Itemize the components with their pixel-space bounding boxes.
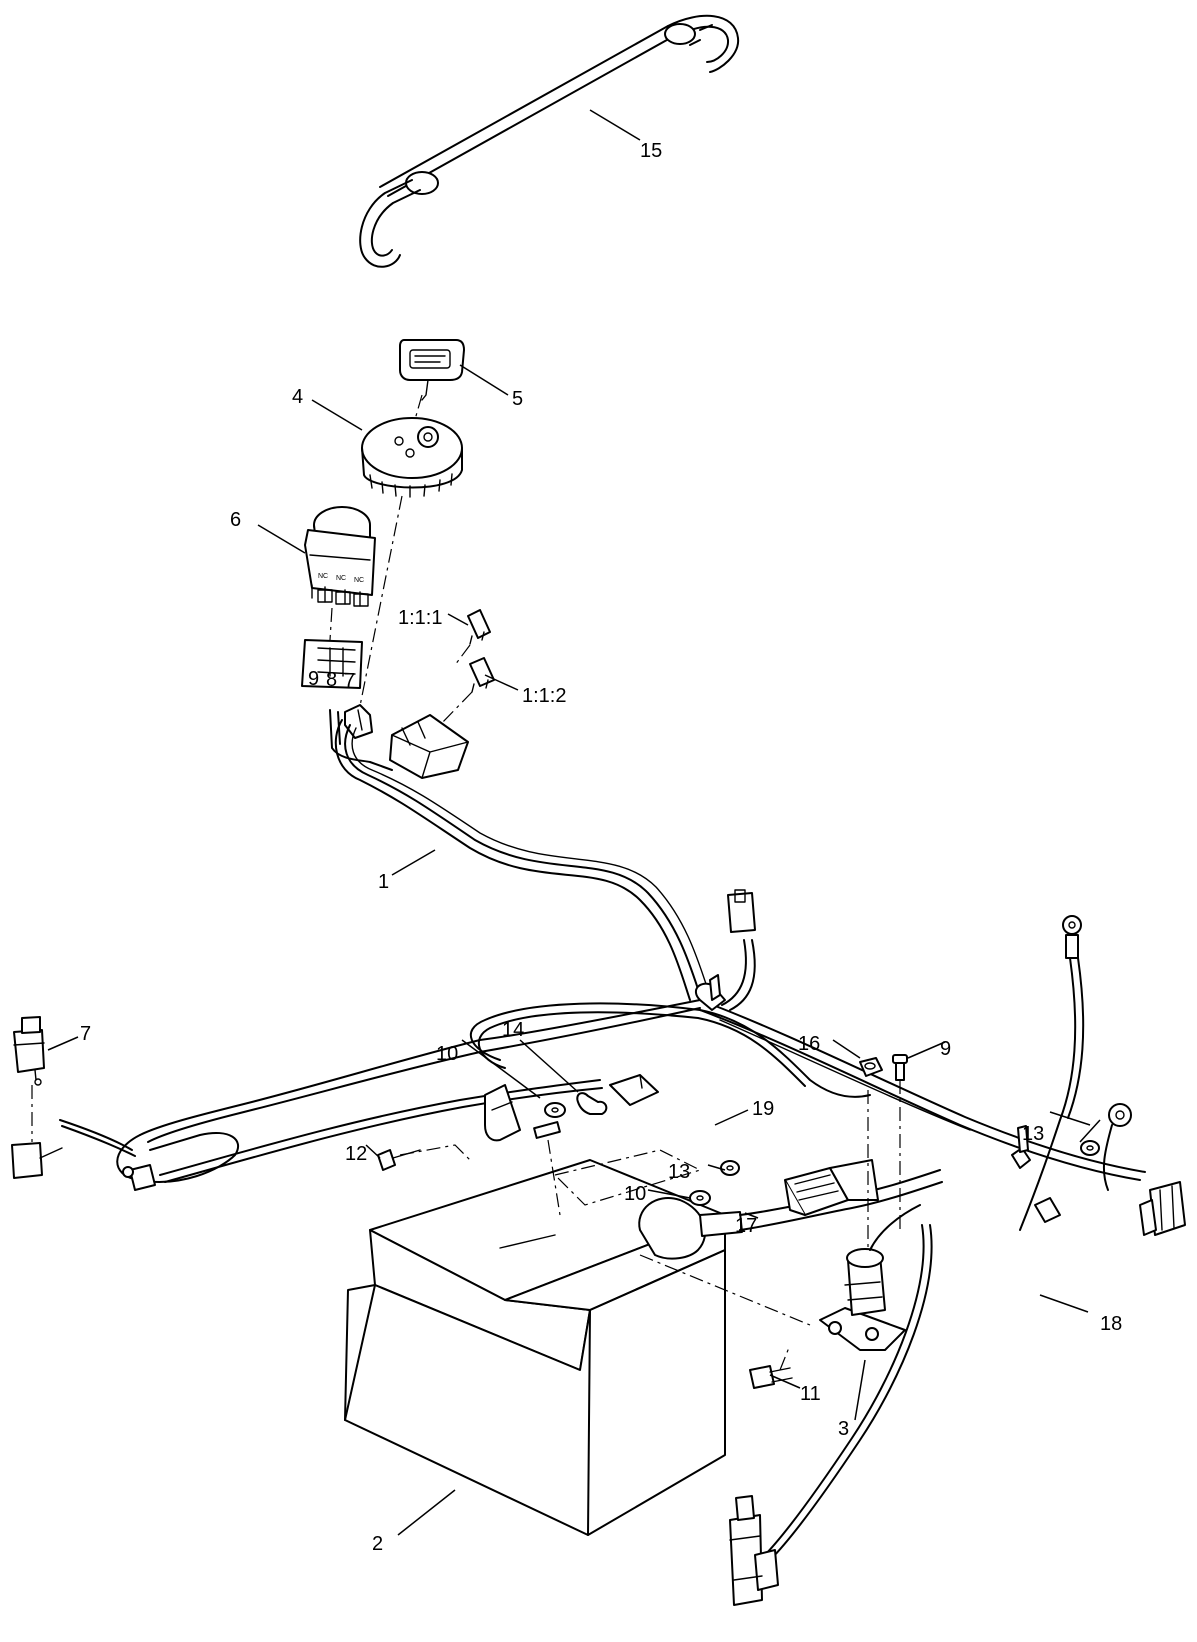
callout-5: 5	[512, 388, 523, 410]
callout-15: 15	[640, 140, 662, 162]
callout-6: 6	[230, 509, 241, 531]
leader-lines	[47, 109, 1101, 1536]
solenoid-part	[819, 1204, 921, 1351]
nc-mark-3: NC	[354, 577, 364, 584]
strap-hook-part	[359, 14, 740, 268]
harness-connector-987: 9 8 7	[301, 639, 363, 692]
ignition-key-part	[399, 339, 465, 431]
callout-14: 14	[502, 1019, 524, 1041]
pin-8-label: 8	[326, 669, 337, 691]
callout-3: 3	[838, 1418, 849, 1440]
callout-4: 4	[292, 386, 303, 408]
callout-10-upper: 10	[436, 1043, 458, 1065]
main-harness-part	[59, 709, 1146, 1223]
callout-1: 1	[378, 871, 389, 893]
pto-switch-part: NC NC NC	[304, 506, 376, 641]
right-connector-part	[1139, 1181, 1186, 1236]
pin-9-label: 9	[308, 668, 319, 690]
callout-9: 9	[940, 1038, 951, 1060]
hardware-parts	[377, 1054, 1100, 1389]
battery-part	[344, 1159, 726, 1536]
ignition-switch-part	[357, 417, 463, 717]
callout-10-lower: 10	[624, 1183, 646, 1205]
battery-cable-part	[533, 1121, 943, 1326]
lead-18-part	[729, 1224, 933, 1606]
callout-18: 18	[1100, 1313, 1122, 1335]
main-connector-part	[784, 1080, 901, 1250]
callout-1-1-2: 1:1:2	[522, 685, 566, 707]
callout-11: 11	[800, 1383, 821, 1405]
nc-mark-1: NC	[318, 573, 328, 580]
fuse-parts	[439, 609, 495, 726]
callout-17: 17	[735, 1215, 757, 1237]
ground-lead-part	[1019, 915, 1132, 1231]
nc-mark-2: NC	[336, 575, 346, 582]
seat-switch-part	[11, 1016, 63, 1179]
pin-7-label: 7	[344, 670, 355, 692]
callout-13-center: 13	[668, 1161, 690, 1183]
callout-1-1-1: 1:1:1	[398, 607, 442, 629]
fuse-holder	[344, 704, 469, 779]
callout-2: 2	[372, 1533, 383, 1555]
callout-16: 16	[798, 1033, 820, 1055]
callout-12: 12	[345, 1143, 367, 1165]
callout-19: 19	[752, 1098, 774, 1120]
callout-7: 7	[80, 1023, 91, 1045]
callout-13-right: 13	[1022, 1123, 1044, 1145]
